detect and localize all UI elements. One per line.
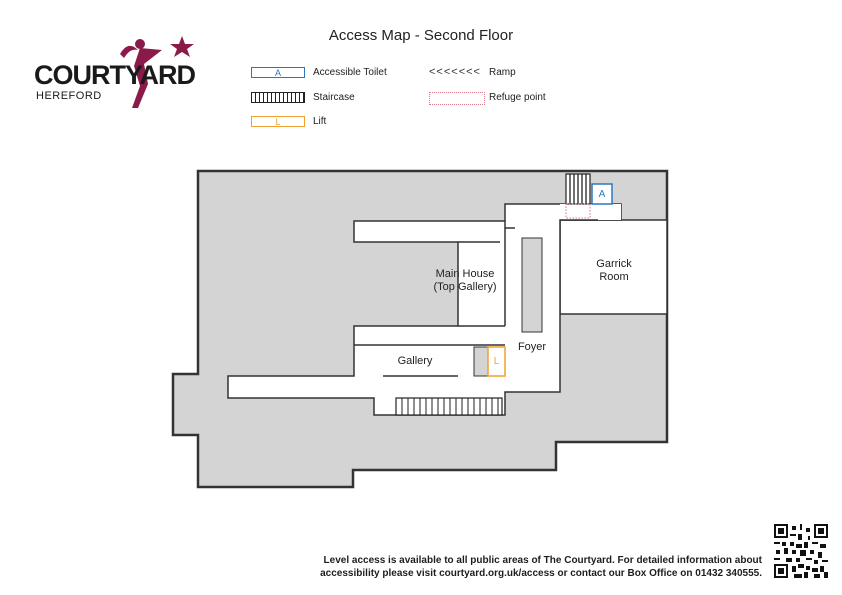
lift-marker-label: L [493,356,500,367]
staircase-icon [251,92,305,103]
top-staircase [565,173,591,205]
courtyard-logo: COURTYARD HEREFORD [34,36,204,116]
legend-refuge-label: Refuge point [489,92,546,103]
logo-subtitle: HEREFORD [36,90,102,102]
main-house-label: Main House (Top Gallery) [433,268,497,293]
logo-wordmark: COURTYARD [34,60,196,90]
refuge-point [565,203,591,219]
gallery-label: Gallery [397,355,433,367]
accessible-toilet-icon: A [251,67,305,78]
garrick-room-label: Garrick Room [596,258,632,283]
garrick-room [559,219,668,315]
ramp-icon: <<<<<<< [429,66,481,78]
legend-lift-label: Lift [313,116,327,127]
foyer-label: Foyer [517,341,547,353]
lift-marker [487,346,506,377]
qr-code-icon[interactable] [774,524,828,578]
refuge-point-icon [429,92,485,105]
page-title: Access Map - Second Floor [328,27,514,44]
bottom-staircase [395,397,503,416]
accessible-toilet-marker [591,183,613,205]
lift-icon: L [251,116,305,127]
legend-ramp-label: Ramp [489,67,516,78]
foyer-pillar [521,237,543,333]
legend-toilet-label: Accessible Toilet [313,67,387,78]
toilet-marker-label: A [598,189,606,200]
legend-staircase-label: Staircase [313,92,355,103]
footer-text: Level access is available to all public … [320,555,762,579]
star-figure-icon [120,36,194,108]
